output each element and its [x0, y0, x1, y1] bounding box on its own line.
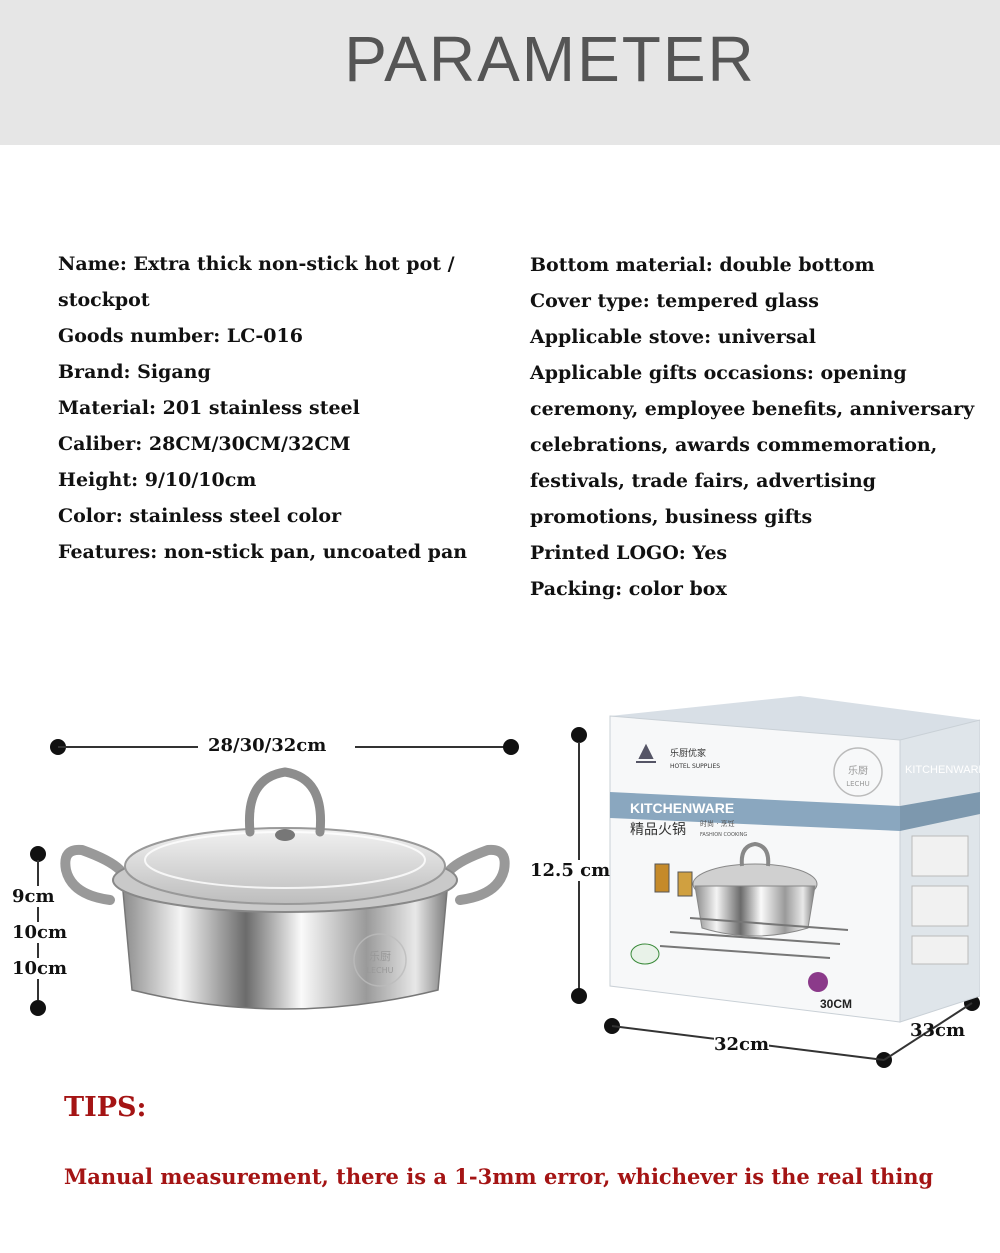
spec-line: Bottom material: double bottom — [530, 254, 875, 276]
header-banner: PARAMETER — [0, 0, 1000, 145]
spec-line: Goods number: LC-016 — [58, 325, 303, 347]
box-depth-label: 33cm — [910, 1020, 966, 1041]
specs-left: Name: Extra thick non-stick hot pot / st… — [58, 246, 478, 570]
spec-line: Applicable stove: universal — [530, 326, 816, 348]
spec-line: festivals, trade fairs, advertising — [530, 470, 876, 492]
dimension-dot — [30, 846, 46, 862]
spec-line: Applicable gifts occasions: opening — [530, 362, 907, 384]
watermark-icon — [833, 747, 883, 797]
spec-line: Brand: Sigang — [58, 361, 211, 383]
dimension-line — [355, 746, 510, 748]
dimension-line — [58, 746, 198, 748]
pot-height-label: 9cm — [12, 886, 55, 907]
box-size: 30CM — [820, 997, 852, 1011]
pot-width-label: 28/30/32cm — [208, 735, 327, 756]
dimension-dot — [503, 739, 519, 755]
pot-height-label: 10cm — [12, 958, 68, 979]
tips-title: TIPS: — [64, 1092, 147, 1123]
dimension-dot — [571, 727, 587, 743]
box-sub-en: FASHION COOKING — [700, 832, 747, 838]
box-side-kitchenware: KITCHENWARE — [905, 764, 980, 776]
spec-line: Material: 201 stainless steel — [58, 397, 360, 419]
onion-icon — [808, 972, 828, 992]
box-height-label: 12.5 cm — [530, 860, 611, 881]
box-sub-cn: 时尚 · 烹饪 — [700, 819, 735, 828]
hot-pot-image: 乐厨 LECHU — [60, 767, 510, 1010]
pot-height-label: 10cm — [12, 922, 68, 943]
page-title: PARAMETER — [344, 23, 756, 95]
green-seal-icon — [630, 943, 660, 965]
tree-logo-icon — [636, 743, 656, 763]
spec-line: Caliber: 28CM/30CM/32CM — [58, 433, 351, 455]
box-brand-cn: 乐厨优家 — [670, 747, 706, 759]
spec-line: celebrations, awards commemoration, — [530, 434, 938, 456]
watermark-icon — [353, 933, 407, 987]
watermark-cn: 乐厨 — [369, 950, 391, 963]
dimension-dot — [30, 1000, 46, 1016]
spec-line: Features: non-stick pan, uncoated pan — [58, 541, 468, 563]
color-box-image: 乐厨优家 HOTEL SUPPLIES KITCHENWARE 精品火锅 时尚 … — [609, 696, 980, 1023]
specs-right: Bottom material: double bottom Cover typ… — [530, 247, 980, 607]
spec-line: stockpot — [58, 289, 150, 311]
spec-line: promotions, business gifts — [530, 506, 813, 528]
box-brand-en: HOTEL SUPPLIES — [670, 763, 720, 770]
box-kitchenware: KITCHENWARE — [630, 800, 734, 816]
watermark-en: LECHU — [367, 966, 394, 975]
spec-line: Printed LOGO: Yes — [530, 542, 728, 564]
spec-line: ceremony, employee benefits, anniversary — [530, 398, 975, 420]
dimension-dot — [571, 988, 587, 1004]
tips-text: Manual measurement, there is a 1-3mm err… — [64, 1164, 934, 1189]
spec-line: Packing: color box — [530, 578, 727, 600]
spec-line: Height: 9/10/10cm — [58, 469, 257, 491]
spec-line: Cover type: tempered glass — [530, 290, 819, 312]
spec-line: Color: stainless steel color — [58, 505, 342, 527]
box-product-cn: 精品火锅 — [630, 822, 686, 838]
box-width-label: 32cm — [714, 1034, 770, 1055]
watermark-en: LECHU — [846, 780, 870, 788]
spec-line: Name: Extra thick non-stick hot pot / — [58, 253, 455, 275]
watermark-cn: 乐厨 — [848, 765, 868, 777]
